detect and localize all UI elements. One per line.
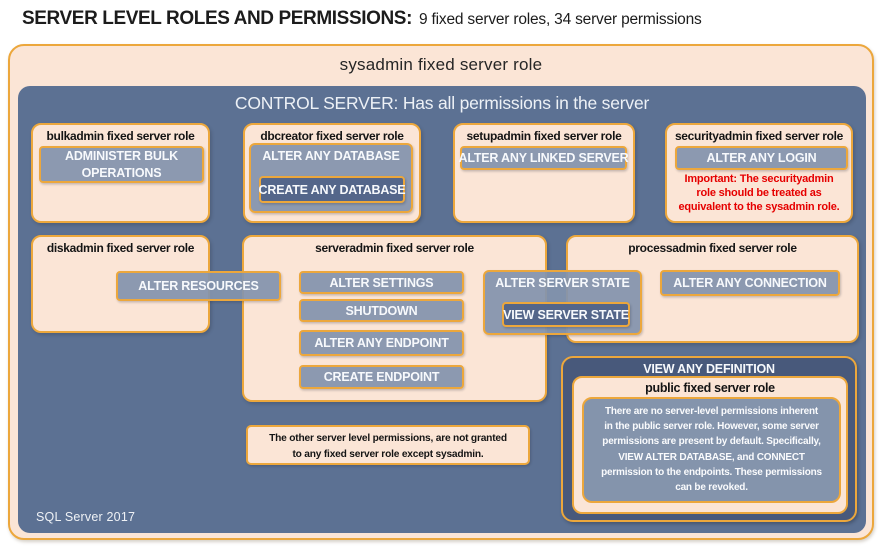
dbcreator-role-box: dbcreator fixed server role ALTER ANY DA… <box>243 123 421 223</box>
permission-create-any-database: CREATE ANY DATABASE <box>259 176 406 203</box>
page-title-sub: 9 fixed server roles, 34 server permissi… <box>419 11 702 28</box>
permission-alter-resources: ALTER RESOURCES <box>116 271 281 301</box>
permission-create-endpoint: CREATE ENDPOINT <box>299 365 464 389</box>
permission-alter-server-state-group: ALTER SERVER STATE VIEW SERVER STATE <box>483 270 642 335</box>
public-role-box: public fixed server role There are no se… <box>572 376 848 514</box>
diskadmin-role-title: diskadmin fixed server role <box>46 241 195 255</box>
serveradmin-role-box: serveradmin fixed server role ALTER SETT… <box>242 235 547 402</box>
permission-shutdown: SHUTDOWN <box>299 299 464 322</box>
page-title-main: SERVER LEVEL ROLES AND PERMISSIONS: <box>22 8 413 29</box>
public-note-line: There are no server-level permissions in… <box>604 406 819 417</box>
permission-alter-any-endpoint: ALTER ANY ENDPOINT <box>299 330 464 356</box>
footnote-line: The other server level permissions, are … <box>269 433 507 444</box>
permission-view-server-state: VIEW SERVER STATE <box>502 302 630 327</box>
securityadmin-warning-line: role should be treated as <box>696 186 822 199</box>
sysadmin-role-title: sysadmin fixed server role <box>339 55 543 74</box>
processadmin-role-title: processadmin fixed server role <box>628 241 797 255</box>
securityadmin-role-box: securityadmin fixed server role ALTER AN… <box>665 123 853 223</box>
securityadmin-warning-line: equivalent to the sysadmin role. <box>678 200 840 213</box>
permission-alter-any-database-group: ALTER ANY DATABASE CREATE ANY DATABASE <box>249 143 413 213</box>
setupadmin-role-box: setupadmin fixed server role ALTER ANY L… <box>453 123 635 223</box>
public-note-line: can be revoked. <box>675 481 748 493</box>
public-note-line: permissions are present by default. Spec… <box>602 436 821 448</box>
page-title: SERVER LEVEL ROLES AND PERMISSIONS: 9 fix… <box>22 8 872 30</box>
permission-view-any-definition: VIEW ANY DEFINITION <box>643 362 775 376</box>
permission-administer-bulk-operations: ADMINISTER BULK OPERATIONS <box>39 146 204 183</box>
public-role-note: There are no server-level permissions in… <box>582 397 841 503</box>
view-any-definition-box: VIEW ANY DEFINITION public fixed server … <box>561 356 857 522</box>
other-permissions-footnote: The other server level permissions, are … <box>246 425 530 465</box>
permission-alter-any-database: ALTER ANY DATABASE <box>262 149 400 163</box>
setupadmin-role-title: setupadmin fixed server role <box>466 129 622 143</box>
control-server-title: CONTROL SERVER: Has all permissions in t… <box>234 93 650 113</box>
public-note-line: permission to the endpoints. These permi… <box>601 466 822 478</box>
permission-alter-any-login: ALTER ANY LOGIN <box>675 146 848 170</box>
public-role-title: public fixed server role <box>645 381 775 395</box>
securityadmin-warning-note: Important: The securityadmin role should… <box>667 173 851 214</box>
sql-server-version-label: SQL Server 2017 <box>36 510 136 524</box>
permission-alter-settings: ALTER SETTINGS <box>299 271 464 294</box>
securityadmin-warning-line: Important: The securityadmin <box>684 173 834 185</box>
permission-alter-any-linked-server: ALTER ANY LINKED SERVER <box>459 146 629 170</box>
dbcreator-role-title: dbcreator fixed server role <box>260 129 404 143</box>
permission-alter-any-connection: ALTER ANY CONNECTION <box>660 270 840 296</box>
serveradmin-role-title: serveradmin fixed server role <box>315 241 474 255</box>
securityadmin-role-title: securityadmin fixed server role <box>674 129 844 143</box>
footnote-line: to any fixed server role except sysadmin… <box>292 448 484 460</box>
public-note-line: in the public server role. However, some… <box>604 421 819 433</box>
bulkadmin-role-title: bulkadmin fixed server role <box>46 129 195 143</box>
permission-alter-server-state: ALTER SERVER STATE <box>495 276 630 290</box>
public-note-line: VIEW ALTER DATABASE, and CONNECT <box>618 451 805 463</box>
bulkadmin-role-box: bulkadmin fixed server role ADMINISTER B… <box>31 123 210 223</box>
